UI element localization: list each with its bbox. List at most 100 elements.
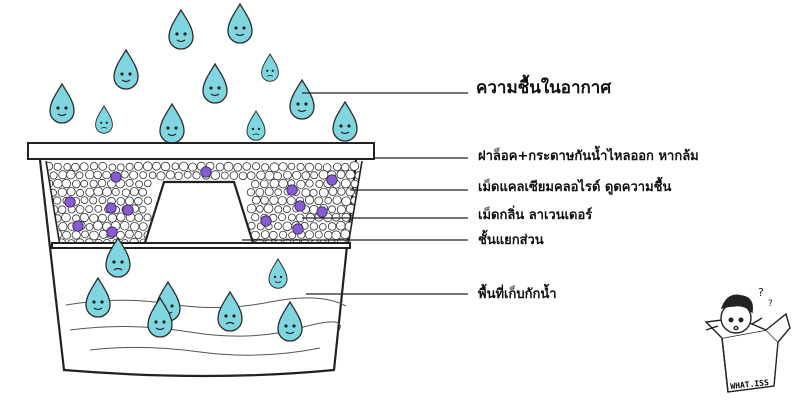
calcium-granule-icon (264, 170, 275, 181)
calcium-granule-icon (274, 222, 282, 231)
calcium-granule-icon (220, 171, 229, 180)
calcium-granule-icon (324, 196, 333, 205)
calcium-granule-icon (165, 170, 176, 180)
water-droplet-icon (85, 276, 111, 318)
calcium-granule-icon (134, 230, 143, 239)
calcium-granule-icon (328, 187, 338, 196)
curious-kid-mascot-icon: ? ? (704, 286, 791, 393)
water-droplet-icon (261, 53, 279, 82)
calcium-granule-icon (223, 161, 234, 172)
calcium-granule-icon (256, 170, 266, 181)
calcium-granule-icon (252, 162, 261, 171)
lavender-bead-icon (326, 174, 338, 186)
label-water-storage: พื้นที่เก็บกักน้ำ (478, 287, 557, 302)
water-droplet-icon (95, 105, 113, 134)
calcium-granule-icon (251, 179, 260, 189)
calcium-granule-icon (119, 220, 130, 231)
calcium-granule-icon (121, 188, 131, 197)
calcium-granule-icon (287, 162, 296, 171)
calcium-granule-icon (269, 178, 280, 189)
calcium-granule-icon (124, 229, 134, 239)
water-droplet-icon (147, 296, 173, 338)
calcium-granule-icon (133, 161, 143, 171)
calcium-granule-icon (328, 205, 336, 214)
water-droplet-icon (289, 78, 315, 120)
calcium-granule-icon (215, 162, 225, 172)
calcium-granule-icon (108, 163, 117, 172)
calcium-granule-icon (80, 179, 89, 188)
lavender-bead-icon (122, 204, 134, 216)
calcium-granule-icon (63, 162, 72, 171)
calcium-granule-icon (102, 187, 112, 197)
granule-chamber (45, 160, 363, 247)
calcium-granule-icon (341, 212, 351, 222)
calcium-granule-icon (188, 162, 198, 172)
lavender-bead-icon (286, 184, 298, 196)
calcium-granule-icon (274, 188, 283, 197)
calcium-granule-icon (260, 163, 270, 172)
calcium-granule-icon (125, 196, 135, 206)
calcium-granule-icon (93, 220, 103, 231)
calcium-granule-icon (283, 170, 292, 180)
lavender-bead-icon (105, 202, 117, 214)
calcium-granule-icon (111, 187, 120, 197)
container-body (38, 159, 358, 378)
calcium-granule-icon (148, 171, 157, 180)
calcium-granule-icon (278, 162, 288, 172)
calcium-granule-icon (144, 179, 152, 188)
calcium-granule-icon (273, 171, 282, 181)
calcium-granule-icon (260, 196, 269, 205)
calcium-granule-icon (309, 188, 318, 197)
calcium-granule-icon (278, 230, 288, 239)
calcium-granule-icon (286, 196, 296, 206)
calcium-granule-icon (288, 231, 297, 240)
svg-text:?: ? (758, 286, 764, 299)
calcium-granule-icon (143, 196, 152, 205)
calcium-granule-icon (138, 205, 147, 214)
calcium-granule-icon (93, 170, 102, 180)
water-droplet-icon (227, 2, 253, 44)
calcium-granule-icon (85, 223, 94, 231)
calcium-granule-icon (85, 187, 95, 197)
calcium-granule-icon (255, 187, 265, 197)
calcium-granule-icon (57, 205, 67, 215)
calcium-granule-icon (102, 170, 111, 180)
calcium-granule-icon (345, 187, 355, 197)
calcium-granule-icon (337, 187, 346, 196)
lavender-bead-icon (294, 200, 306, 212)
airborne-droplets (49, 2, 358, 144)
water-surface-lines (65, 297, 347, 356)
calcium-granule-icon (269, 162, 280, 173)
calcium-granule-icon (335, 220, 346, 231)
calcium-granule-icon (304, 230, 314, 240)
water-droplet-icon (168, 8, 194, 50)
calcium-granule-icon (97, 178, 107, 188)
calcium-granule-icon (355, 221, 362, 230)
calcium-granule-icon (301, 171, 311, 180)
calcium-granule-icon (61, 212, 71, 223)
calcium-granule-icon (71, 230, 81, 240)
calcium-granule-icon (314, 196, 324, 206)
calcium-granule-icon (336, 205, 346, 215)
water-droplet-icon (332, 100, 358, 142)
calcium-granule-icon (345, 169, 356, 180)
water-droplet-icon (49, 82, 75, 124)
calcium-granule-icon (246, 188, 255, 197)
calcium-granule-icon (53, 162, 62, 171)
calcium-granule-icon (66, 169, 76, 180)
calcium-granule-icon (142, 161, 153, 172)
calcium-granule-icon (292, 170, 302, 180)
calcium-granule-icon (160, 161, 171, 172)
calcium-granule-icon (79, 162, 89, 172)
calcium-granule-icon (171, 162, 180, 171)
calcium-granule-icon (340, 178, 351, 189)
calcium-granule-icon (89, 230, 99, 241)
water-droplet-icon (268, 258, 288, 289)
calcium-granule-icon (296, 162, 305, 171)
calcium-granule-icon (129, 221, 140, 232)
calcium-granule-icon (336, 170, 346, 179)
calcium-granule-icon (98, 213, 107, 223)
calcium-granule-icon (278, 213, 287, 222)
calcium-granule-icon (259, 179, 269, 189)
calcium-granule-icon (134, 196, 143, 206)
